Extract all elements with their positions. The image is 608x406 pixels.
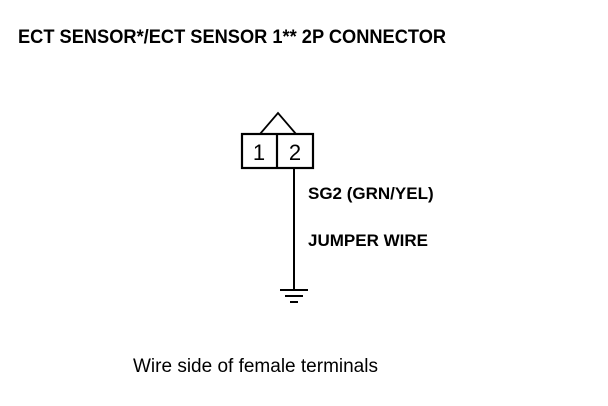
signal-wire-label: SG2 (GRN/YEL) — [308, 184, 434, 203]
connector-lock-tab — [259, 111, 297, 135]
ground-icon — [280, 289, 308, 303]
terminal-side-caption: Wire side of female terminals — [133, 356, 378, 377]
jumper-wire-label: JUMPER WIRE — [308, 231, 428, 250]
diagram-title: ECT SENSOR*/ECT SENSOR 1** 2P CONNECTOR — [18, 27, 447, 48]
pin-1-label: 1 — [253, 140, 265, 165]
pin-2-label: 2 — [289, 140, 301, 165]
